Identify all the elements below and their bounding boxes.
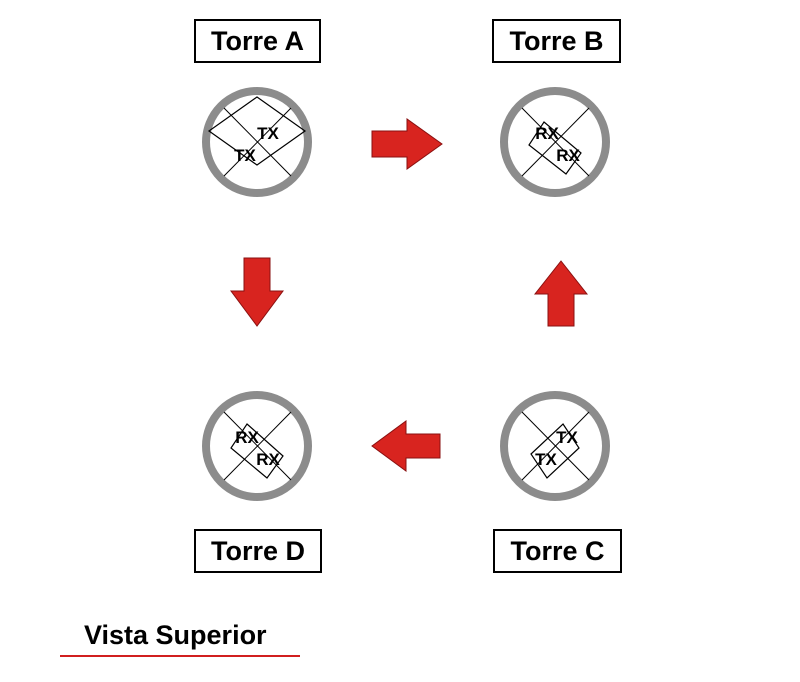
tower-a-code-2: TX [234,146,256,165]
tower-c-code-1: TX [556,428,578,447]
tower-d-diag-2 [223,411,292,481]
tower-b-diag-2 [521,107,590,177]
tower-d-code-1: RX [235,428,259,447]
tower-b-label: Torre B [492,19,621,63]
arrow-c-to-b [533,260,589,327]
tower-d-diamond [230,423,284,479]
tower-b: RX RX [500,87,610,197]
tower-c-diamond [530,423,580,479]
tower-b-code-1: RX [535,124,559,143]
arrow-a-to-b [371,118,443,170]
tower-d-label: Torre D [194,529,322,573]
tower-c-label: Torre C [493,529,622,573]
tower-b-code-2: RX [556,146,580,165]
caption-title: Vista Superior [84,620,267,650]
tower-a: TX TX [202,87,312,197]
tower-a-code-1: TX [257,124,279,143]
tower-a-diag-2 [223,107,292,177]
arrow-c-to-d [371,420,441,472]
tower-d-code-2: RX [256,450,280,469]
tower-a-label: Torre A [194,19,321,63]
caption-underline [60,655,300,657]
tower-a-diamond [207,96,307,166]
tower-d: RX RX [202,391,312,501]
tower-b-diamond [528,121,582,175]
arrow-a-to-d [230,257,284,327]
tower-c-code-2: TX [535,450,557,469]
tower-c-diag-2 [521,411,590,481]
tower-c: TX TX [500,391,610,501]
